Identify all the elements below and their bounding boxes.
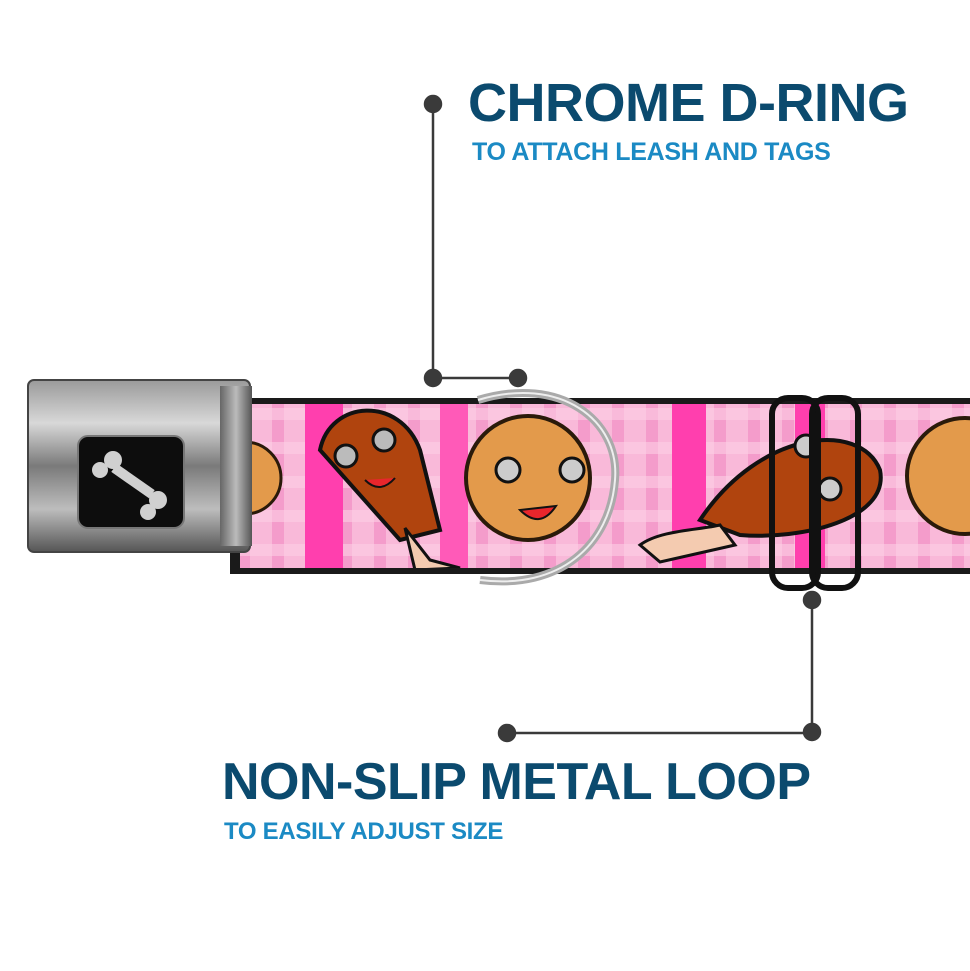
callout-title-d-ring: CHROME D-RING <box>468 73 909 133</box>
callout-subtitle-metal-loop: TO EASILY ADJUST SIZE <box>224 818 504 845</box>
callout-title-metal-loop: NON-SLIP METAL LOOP <box>222 753 811 811</box>
callout-subtitle-d-ring: TO ATTACH LEASH AND TAGS <box>472 138 831 166</box>
bone-icon <box>92 451 167 520</box>
seatbelt-buckle <box>27 379 252 553</box>
chrome-d-ring <box>476 388 620 586</box>
metal-loop <box>769 395 861 591</box>
callout-leader-d-ring <box>423 94 528 388</box>
callout-leader-loop <box>497 590 822 743</box>
